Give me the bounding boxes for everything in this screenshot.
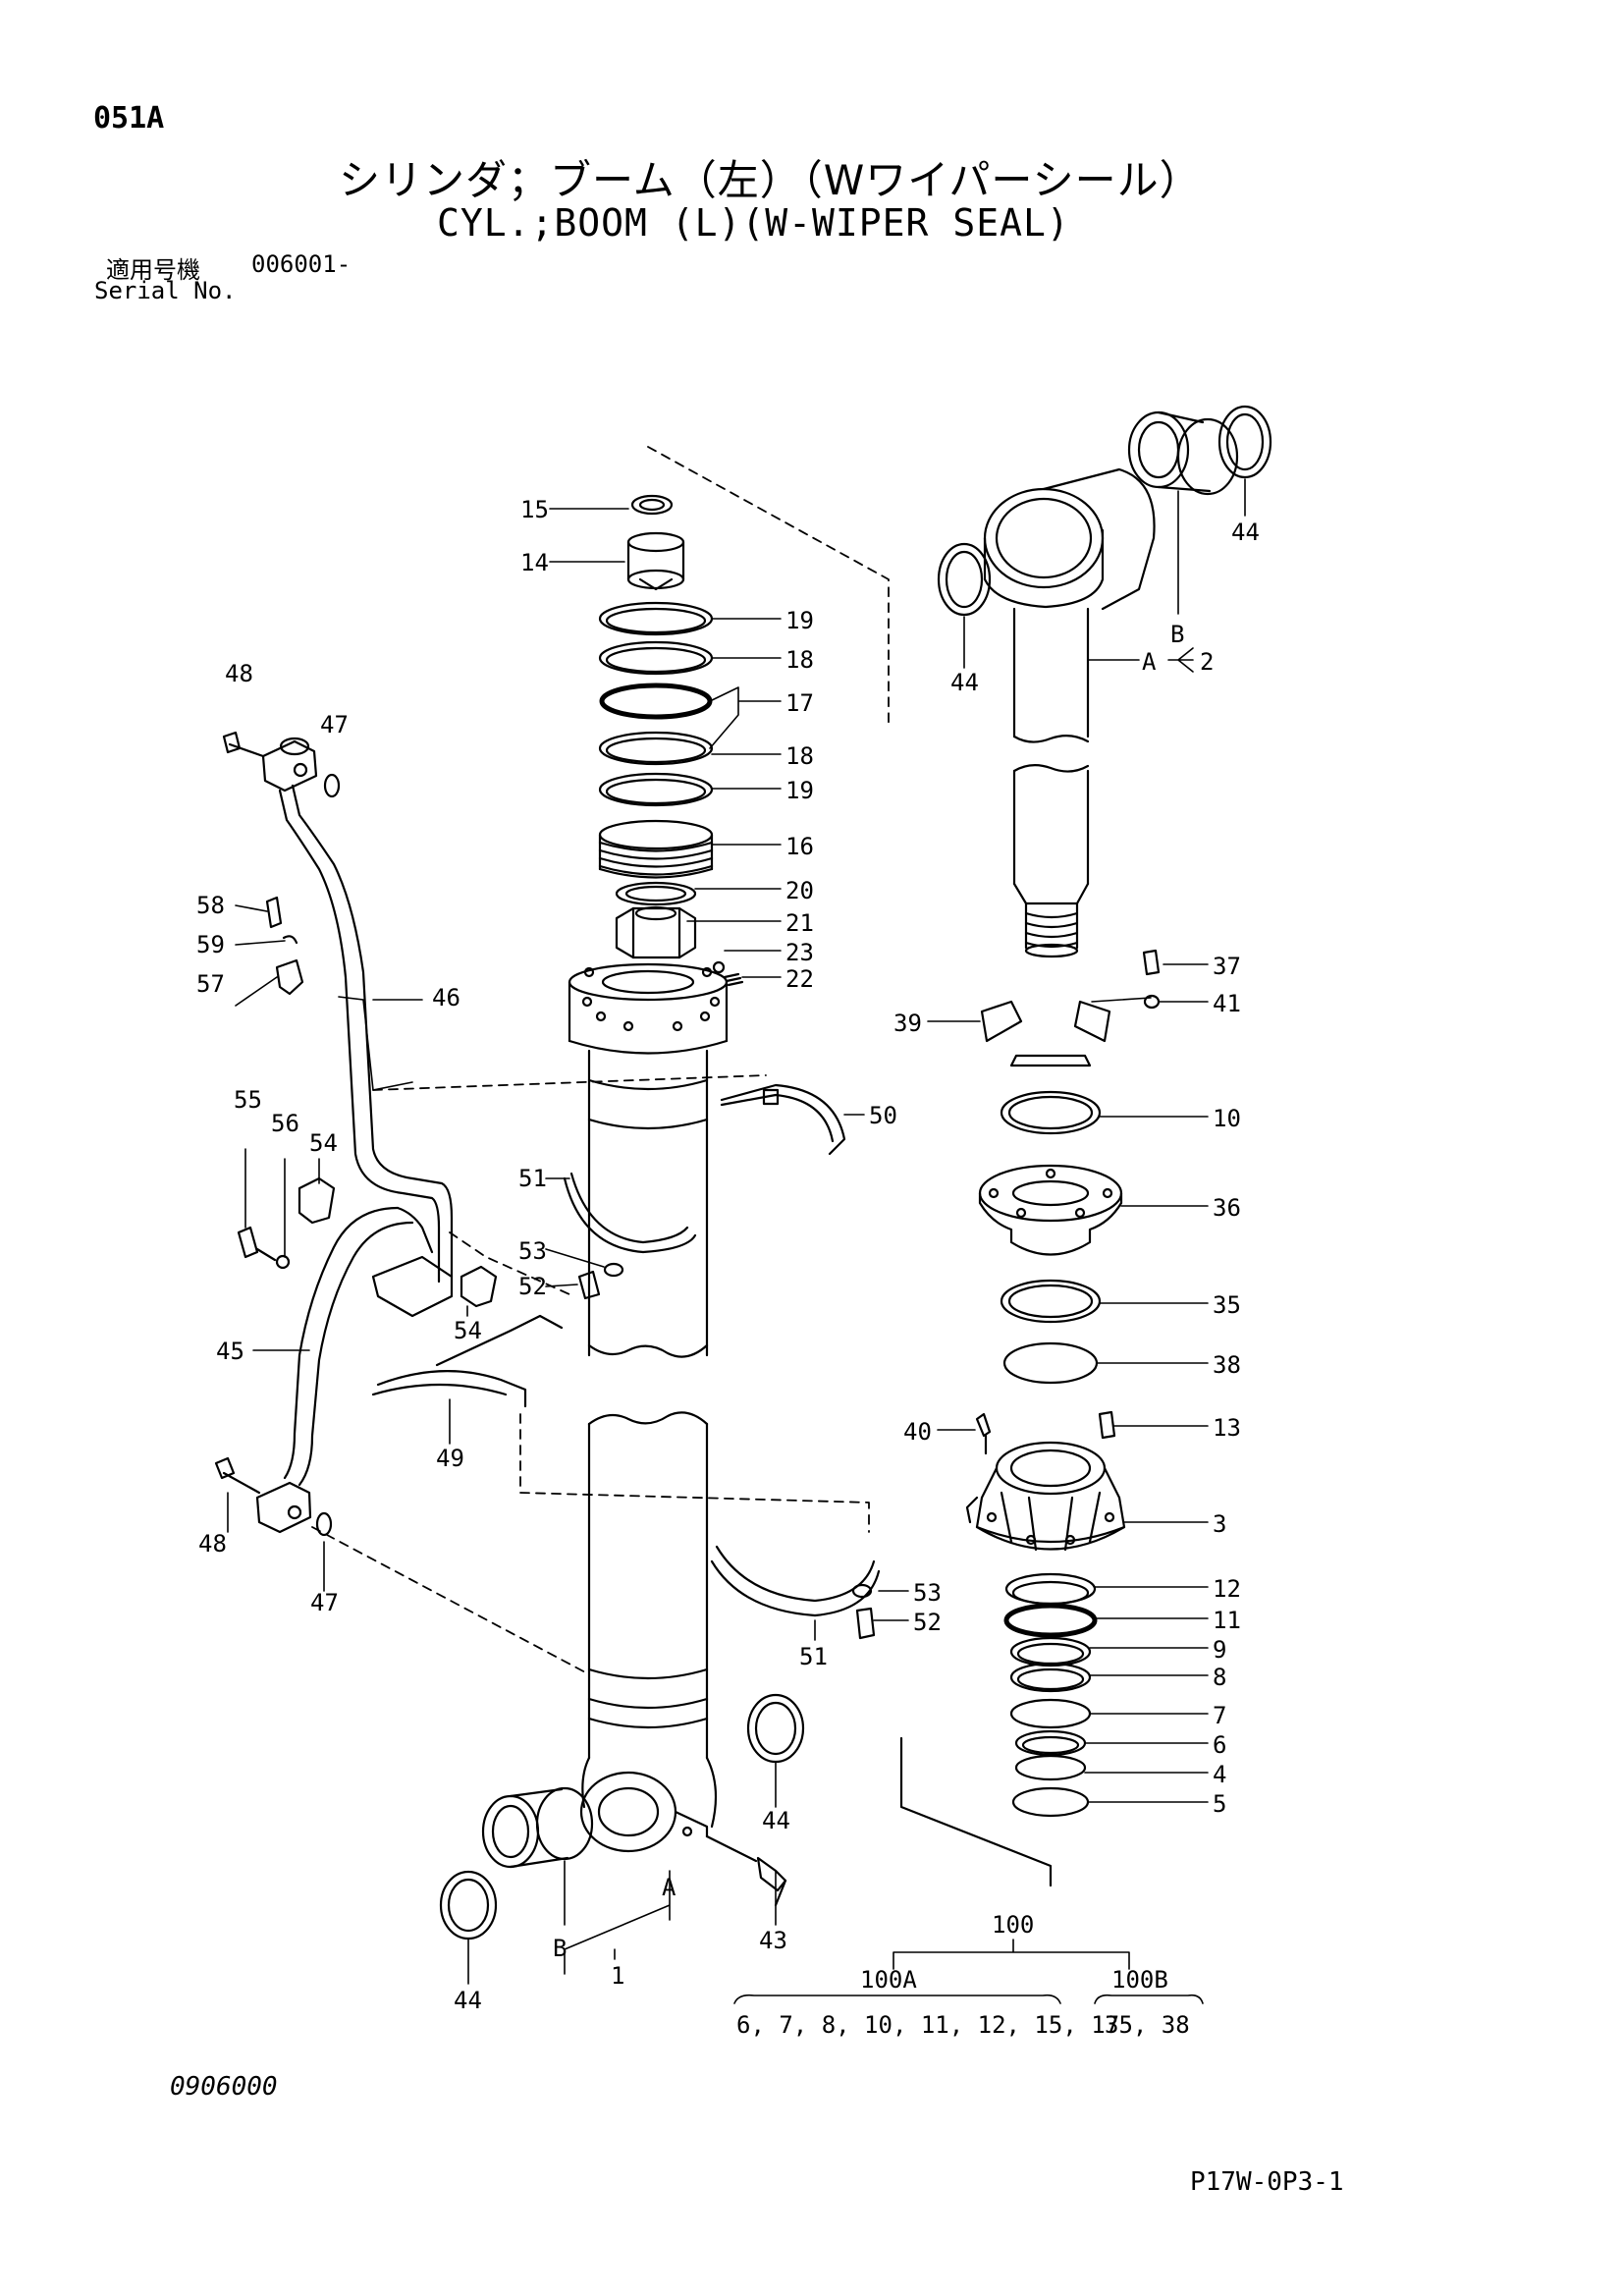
serial-value: 006001- xyxy=(251,250,352,278)
callout: 46 xyxy=(432,984,460,1011)
callout: 44 xyxy=(454,1987,482,2014)
reference-code: P17W-0P3-1 xyxy=(1190,2167,1344,2197)
piston-rod xyxy=(983,467,1156,958)
callout: 18 xyxy=(785,646,814,674)
callout: 51 xyxy=(799,1643,828,1670)
callout: 19 xyxy=(785,607,814,634)
callout: 43 xyxy=(759,1927,787,1954)
callout: 18 xyxy=(785,742,814,770)
callout: 22 xyxy=(785,965,814,993)
callout: 52 xyxy=(518,1273,547,1300)
serial-label-english: Serial No. xyxy=(94,277,237,304)
drawing-code: 0906000 xyxy=(170,2072,278,2102)
callout: 41 xyxy=(1213,990,1241,1017)
callout: 9 xyxy=(1213,1636,1226,1664)
callout: B xyxy=(1170,621,1184,648)
callout: 59 xyxy=(196,931,225,958)
pipe-45 xyxy=(283,1206,434,1487)
callout: 47 xyxy=(320,711,349,738)
callout: 21 xyxy=(785,909,814,937)
callout: 58 xyxy=(196,892,225,919)
callout: 54 xyxy=(309,1129,338,1157)
callout: 45 xyxy=(216,1338,244,1365)
callout: 10 xyxy=(1213,1105,1241,1132)
callout: 54 xyxy=(454,1317,482,1344)
callout: 56 xyxy=(271,1110,299,1137)
callout: 48 xyxy=(198,1530,227,1558)
callout: A xyxy=(1142,648,1157,676)
callout: 20 xyxy=(785,877,814,904)
callout: A xyxy=(662,1874,676,1901)
rod-cover xyxy=(965,1441,1126,1552)
flange-block-top xyxy=(222,731,341,798)
callout: 4 xyxy=(1213,1761,1226,1788)
callout: 35 xyxy=(1213,1291,1241,1319)
kit-sub-b-parts: 35, 38 xyxy=(1105,2011,1190,2039)
callout: 11 xyxy=(1213,1607,1241,1634)
callout: 2 xyxy=(1200,648,1214,676)
kit-sub-b: 100B xyxy=(1111,1966,1168,1994)
seal-stack xyxy=(598,494,714,807)
kit-main: 100 xyxy=(992,1911,1034,1939)
flange-block-bottom xyxy=(214,1456,333,1537)
kit-sub-a: 100A xyxy=(860,1966,917,1994)
callout: 8 xyxy=(1213,1664,1226,1691)
callout: B xyxy=(553,1935,567,1962)
cylinder-tube xyxy=(568,962,729,1853)
callout: 16 xyxy=(785,833,814,860)
callout: 57 xyxy=(196,970,225,998)
callout: 23 xyxy=(785,939,814,966)
callout: 12 xyxy=(1213,1575,1241,1603)
callout: 53 xyxy=(518,1237,547,1265)
callout: 40 xyxy=(903,1418,932,1446)
callout: 44 xyxy=(950,669,979,696)
callout: 52 xyxy=(913,1609,942,1636)
kit-sub-a-parts: 6, 7, 8, 10, 11, 12, 15, 17 xyxy=(736,2011,1119,2039)
callout: 15 xyxy=(520,496,549,523)
callout: 44 xyxy=(762,1807,790,1834)
bottom-bushing xyxy=(439,1693,805,1941)
title-japanese: シリンダ；ブーム（左）（Wワイパーシール） xyxy=(339,156,1202,204)
callout: 39 xyxy=(893,1010,922,1037)
callout: 55 xyxy=(234,1086,262,1114)
callout: 19 xyxy=(785,777,814,804)
callout: 37 xyxy=(1213,953,1241,980)
callout: 48 xyxy=(225,660,253,687)
gland-seals xyxy=(1003,1572,1098,1818)
callout: 6 xyxy=(1213,1731,1226,1759)
pipe-46 xyxy=(278,784,454,1284)
kit-table: 100 100A 6, 7, 8, 10, 11, 12, 15, 17 100… xyxy=(736,1911,1190,2039)
callout: 1 xyxy=(611,1962,624,1990)
title-english: CYL.;BOOM (L)(W-WIPER SEAL) xyxy=(437,201,1070,245)
callout: 49 xyxy=(436,1445,464,1472)
piston-part xyxy=(598,819,744,987)
callout: 5 xyxy=(1213,1790,1226,1818)
callout: 51 xyxy=(518,1165,547,1192)
callout: 17 xyxy=(785,689,814,717)
callout: 38 xyxy=(1213,1351,1241,1379)
top-bushing xyxy=(937,405,1272,617)
callout: 53 xyxy=(913,1579,942,1607)
callout-labels: 15 14 19 18 17 18 19 16 20 21 23 22 48 4… xyxy=(196,496,1260,2014)
page-code: 051A xyxy=(93,101,165,136)
callout: 7 xyxy=(1213,1702,1226,1729)
callout: 47 xyxy=(310,1589,339,1616)
callout: 50 xyxy=(869,1102,897,1129)
callout: 3 xyxy=(1213,1510,1226,1538)
serial-label-japanese: 適用号機 xyxy=(106,256,200,284)
callout: 36 xyxy=(1213,1194,1241,1222)
callout: 44 xyxy=(1231,519,1260,546)
callout: 14 xyxy=(520,549,549,576)
callout: 13 xyxy=(1213,1414,1241,1442)
